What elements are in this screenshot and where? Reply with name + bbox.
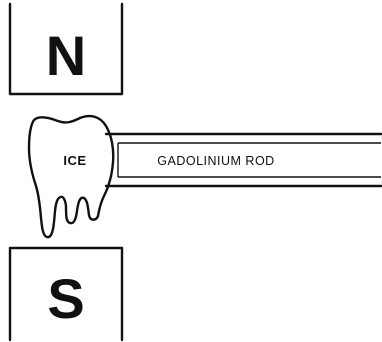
ice-label: ICE [63, 153, 86, 168]
south-pole-label: S [47, 267, 84, 330]
south-pole: S [10, 248, 122, 340]
rod-label: GADOLINIUM ROD [157, 154, 274, 168]
ice-outline [29, 116, 113, 237]
north-pole-label: N [46, 24, 86, 87]
north-pole: N [10, 4, 122, 94]
ice-blob: ICE [29, 116, 113, 237]
gadolinium-rod: GADOLINIUM ROD [106, 134, 381, 186]
